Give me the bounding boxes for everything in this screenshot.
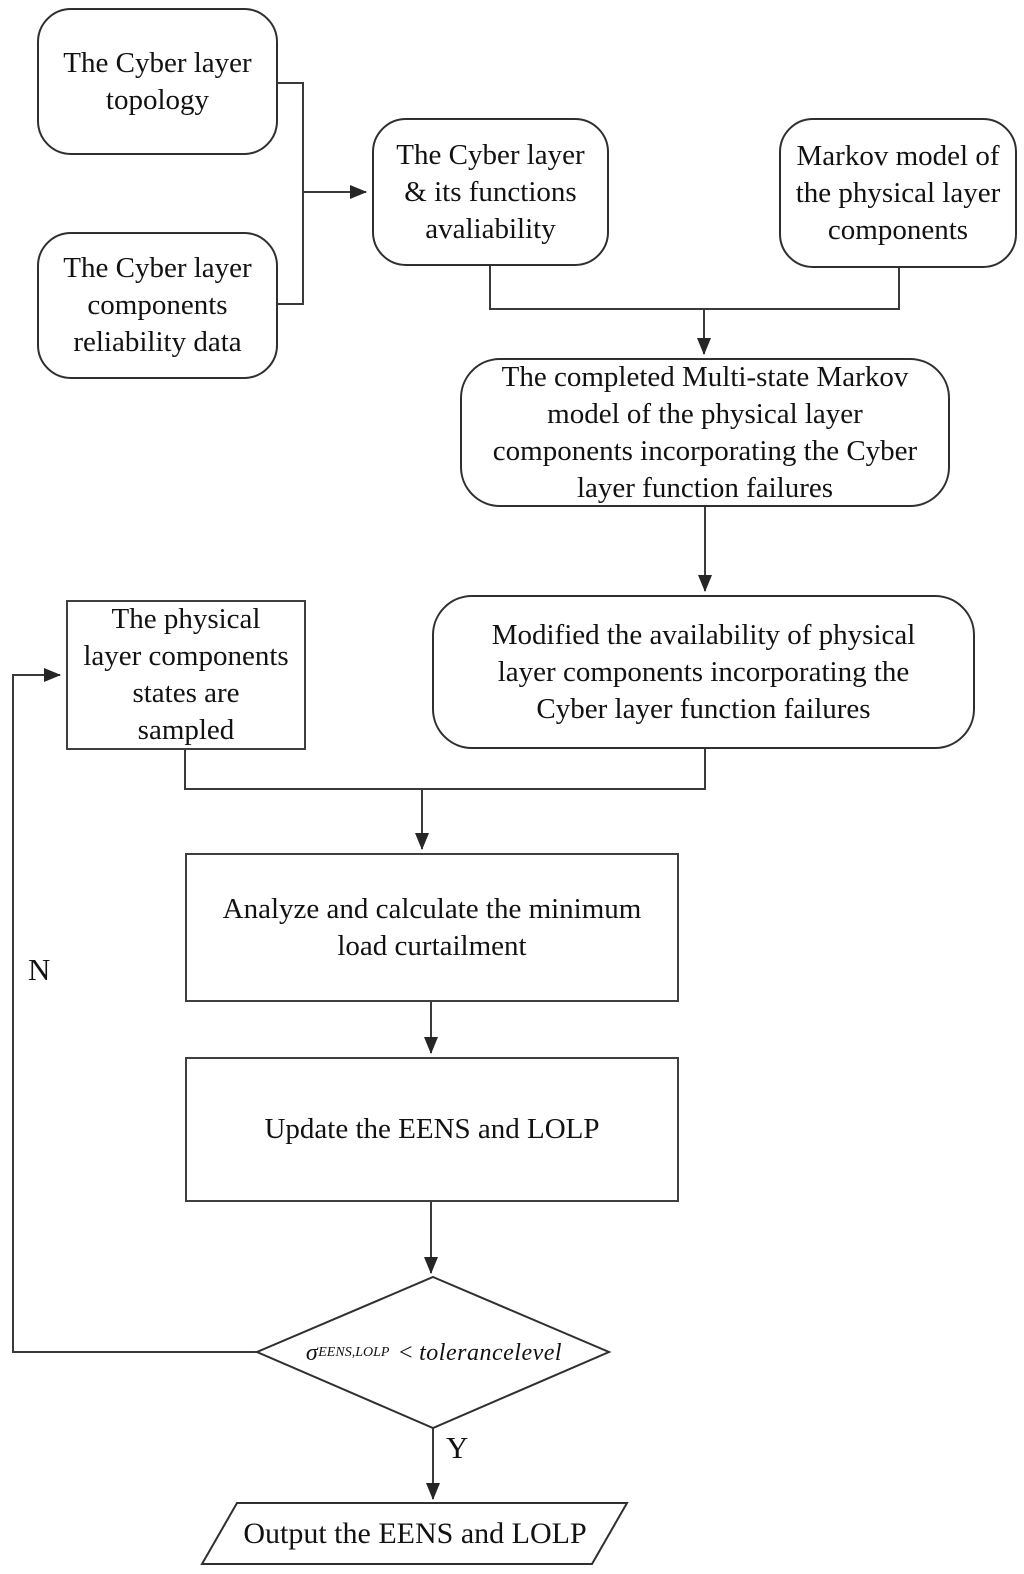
output-parallelogram-shape bbox=[200, 1502, 629, 1565]
tolerance-level-text: tolerancelevel bbox=[419, 1339, 563, 1366]
edge-merge-middle bbox=[184, 748, 706, 790]
edge-sources-bracket bbox=[277, 82, 304, 305]
branch-label-no: N bbox=[28, 952, 51, 987]
node-analyze-load-curtailment: Analyze and calculate the minimum load c… bbox=[185, 853, 679, 1002]
edge-merge-top bbox=[489, 265, 900, 310]
branch-label-yes: Y bbox=[446, 1430, 469, 1465]
node-cyber-topology: The Cyber layer topology bbox=[37, 8, 278, 155]
node-cyber-reliability-data: The Cyber layer components reliability d… bbox=[37, 232, 278, 379]
node-update-eens-lolp: Update the EENS and LOLP bbox=[185, 1057, 679, 1202]
node-modified-availability: Modified the availability of physical la… bbox=[432, 595, 975, 749]
node-output-eens-lolp-text: Output the EENS and LOLP bbox=[243, 1516, 587, 1550]
sigma-symbol: σ bbox=[305, 1339, 319, 1366]
node-markov-model: Markov model of the physical layer compo… bbox=[779, 118, 1017, 268]
decision-diamond-shape bbox=[254, 1275, 612, 1430]
node-states-sampled: The physical layer components states are… bbox=[66, 600, 306, 750]
node-completed-markov-model: The completed Multi-state Markov model o… bbox=[460, 358, 950, 507]
comparison-operator: < bbox=[397, 1339, 415, 1366]
edge-decision-to-sampled bbox=[12, 668, 257, 1353]
node-cyber-availability: The Cyber layer & its functions avaliabi… bbox=[372, 118, 609, 266]
